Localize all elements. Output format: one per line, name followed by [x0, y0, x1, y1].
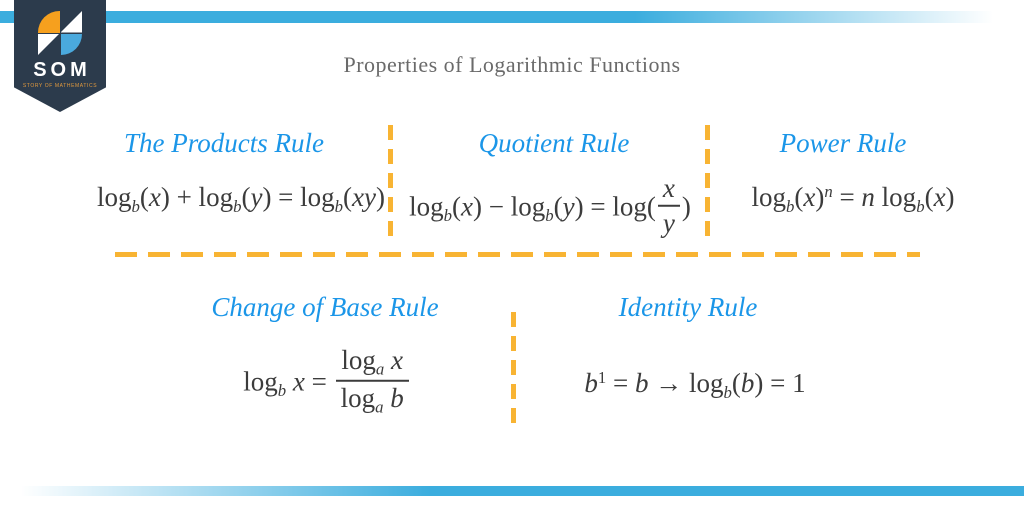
pinwheel-orange-quarter — [38, 11, 60, 33]
pinwheel-white-triangle-top — [60, 11, 82, 33]
change-of-base-rule-title: Change of Base Rule — [211, 292, 439, 322]
power-rule-title: Power Rule — [779, 128, 907, 158]
divider-products-quotient — [388, 125, 393, 245]
top-brand-bar — [0, 11, 1024, 23]
power-rule-formula: logb(x)n = n logb(x) — [751, 182, 955, 217]
logo-tagline: STORY OF MATHEMATICS — [22, 83, 98, 89]
identity-rule-title: Identity Rule — [618, 292, 758, 322]
som-pinwheel-icon — [38, 11, 82, 55]
logo-wordmark: SOM — [33, 59, 91, 81]
som-logo-ribbon: SOM STORY OF MATHEMATICS — [14, 0, 106, 112]
page-title: Properties of Logarithmic Functions — [343, 52, 681, 77]
quotient-rule-title: Quotient Rule — [478, 128, 630, 158]
divider-horizontal — [115, 252, 920, 257]
divider-quotient-power — [705, 125, 710, 245]
bottom-brand-bar — [0, 486, 1024, 496]
identity-rule-formula: b1 = b → logb(b) = 1 — [584, 368, 806, 403]
products-rule-formula: logb(x) + logb(y) = logb(xy) — [96, 182, 386, 216]
products-rule-title: The Products Rule — [124, 128, 324, 158]
divider-cob-identity — [511, 312, 516, 432]
